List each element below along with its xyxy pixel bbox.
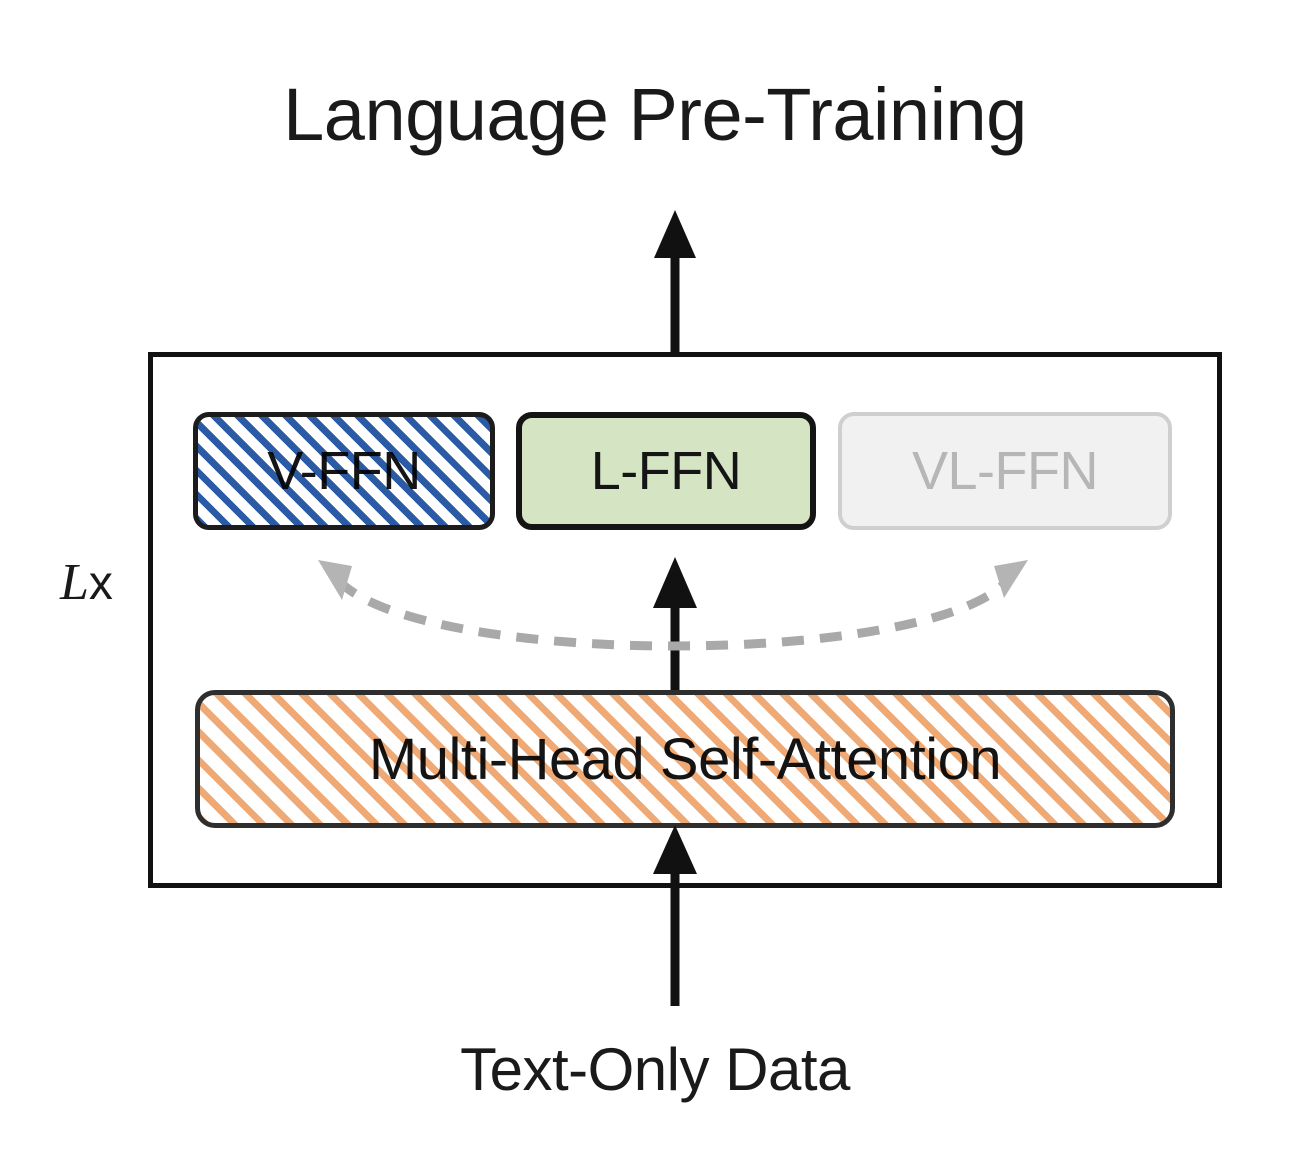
module-v-ffn-label: V-FFN (267, 441, 421, 501)
arrow-output-up (654, 210, 696, 352)
module-multi-head-self-attention[interactable]: Multi-Head Self-Attention (195, 690, 1175, 828)
module-v-ffn[interactable]: V-FFN (193, 412, 495, 530)
layer-repeat-count: L (60, 554, 89, 611)
layer-repeat-label: Lx (60, 557, 113, 609)
module-vl-ffn-disabled[interactable]: VL-FFN (838, 412, 1172, 530)
module-l-ffn[interactable]: L-FFN (516, 412, 816, 530)
transformer-block-container (148, 352, 1222, 888)
module-vl-ffn-label: VL-FFN (912, 441, 1099, 501)
layer-repeat-times: x (88, 557, 113, 610)
module-multi-head-self-attention-label: Multi-Head Self-Attention (368, 726, 1002, 792)
page-title: Language Pre-Training (283, 73, 1027, 156)
module-l-ffn-label: L-FFN (590, 441, 742, 501)
input-data-label: Text-Only Data (460, 1036, 850, 1103)
